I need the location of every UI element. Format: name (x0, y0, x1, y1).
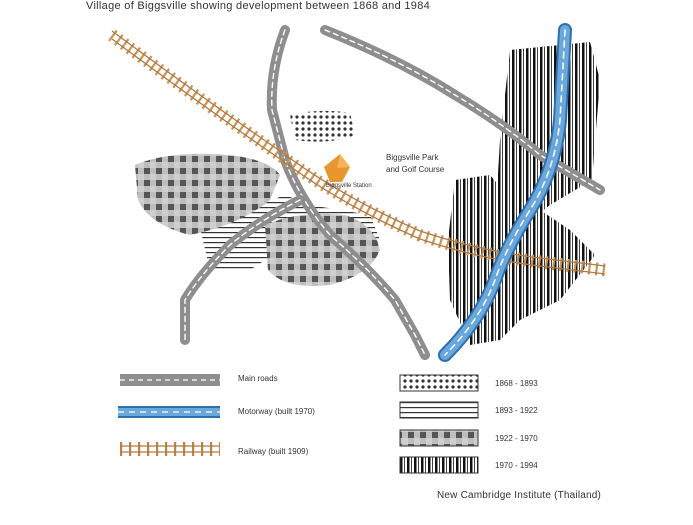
station-icon (324, 154, 350, 182)
legend-swatches (118, 374, 479, 474)
credit-text: New Cambridge Institute (Thailand) (437, 490, 602, 501)
area-1868-1893 (290, 110, 355, 142)
legend-motorway: Motorway (built 1970) (238, 407, 315, 416)
park-label-line1: Biggsville Park (386, 153, 439, 162)
motorway (438, 23, 572, 362)
legend-period-1: 1868 - 1893 (495, 379, 538, 388)
legend-period-4: 1970 - 1994 (495, 461, 538, 470)
legend-period-3: 1922 - 1970 (495, 434, 538, 443)
area-1970-1994-east (495, 42, 600, 240)
station-label: Biggsville Station (326, 183, 372, 189)
legend-railway: Railway (built 1909) (238, 447, 309, 456)
legend-main-roads: Main roads (238, 374, 278, 383)
park-label-line2: and Golf Course (386, 165, 445, 174)
map-title: Village of Biggsville showing developmen… (86, 0, 431, 12)
railway-line (108, 29, 606, 277)
area-1922-1970-central (265, 213, 380, 286)
legend-period-2: 1893 - 1922 (495, 406, 538, 415)
main-roads (180, 25, 605, 360)
area-1922-1970-west (135, 153, 280, 235)
